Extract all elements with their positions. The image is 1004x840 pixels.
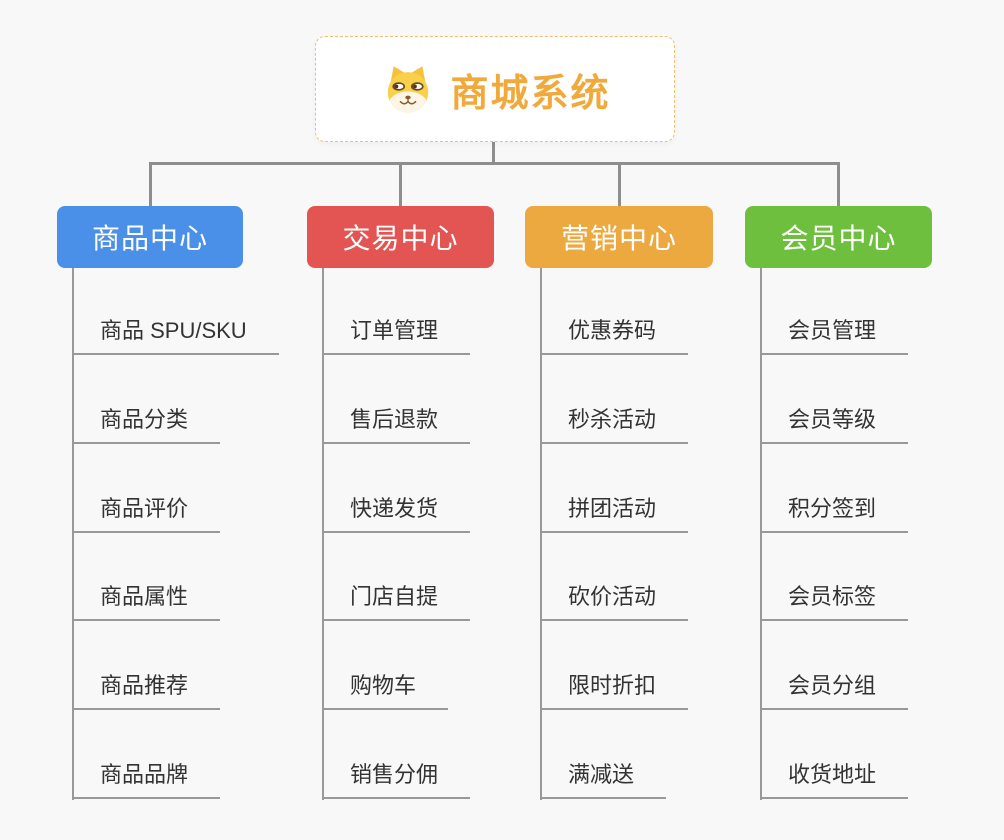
leaf-node-trade-center-1[interactable]: 订单管理: [322, 316, 471, 355]
branch-spine-connector: [149, 162, 840, 165]
branch-node-product-center[interactable]: 商品中心: [57, 206, 243, 268]
leaf-node-product-center-5[interactable]: 商品推荐: [72, 671, 221, 710]
branch-label-trade-center: 交易中心: [342, 223, 459, 254]
leaf-node-member-center-5[interactable]: 会员分组: [760, 671, 909, 710]
branch-node-trade-center[interactable]: 交易中心: [307, 206, 494, 268]
branch-drop-connector-member-center: [837, 162, 840, 207]
leaf-node-trade-center-2[interactable]: 售后退款: [322, 405, 471, 444]
branch-drop-connector-trade-center: [399, 162, 402, 207]
leaf-node-member-center-6[interactable]: 收货地址: [760, 760, 909, 799]
branch-node-member-center[interactable]: 会员中心: [745, 206, 932, 268]
child-column-connector-product-center: [72, 268, 74, 800]
leaf-node-trade-center-3[interactable]: 快递发货: [322, 494, 471, 533]
branch-drop-connector-marketing-center: [617, 162, 621, 207]
leaf-node-trade-center-4[interactable]: 门店自提: [322, 582, 471, 621]
leaf-node-member-center-1[interactable]: 会员管理: [760, 316, 909, 355]
leaf-node-marketing-center-5[interactable]: 限时折扣: [540, 671, 689, 710]
leaf-node-product-center-4[interactable]: 商品属性: [72, 582, 221, 621]
leaf-node-member-center-4[interactable]: 会员标签: [760, 582, 909, 621]
branch-label-marketing-center: 营销中心: [560, 223, 677, 254]
leaf-node-trade-center-6[interactable]: 销售分佣: [322, 760, 471, 799]
child-column-connector-marketing-center: [540, 268, 542, 800]
leaf-node-member-center-3[interactable]: 积分签到: [760, 494, 909, 533]
leaf-node-marketing-center-1[interactable]: 优惠券码: [540, 316, 689, 355]
branch-label-member-center: 会员中心: [780, 223, 897, 254]
root-node[interactable]: 商城系统: [315, 36, 675, 142]
leaf-node-product-center-6[interactable]: 商品品牌: [72, 760, 221, 799]
root-node-title: 商城系统: [450, 72, 611, 115]
child-column-connector-member-center: [760, 268, 762, 800]
leaf-node-marketing-center-3[interactable]: 拼团活动: [540, 494, 689, 533]
branch-label-product-center: 商品中心: [91, 223, 208, 254]
dog-face-icon: [388, 66, 429, 113]
leaf-node-trade-center-5[interactable]: 购物车: [322, 671, 449, 710]
leaf-node-product-center-2[interactable]: 商品分类: [72, 405, 221, 444]
leaf-node-marketing-center-2[interactable]: 秒杀活动: [540, 405, 689, 444]
child-column-connector-trade-center: [322, 268, 324, 800]
root-stem-connector: [492, 142, 495, 165]
branch-drop-connector-product-center: [148, 162, 152, 207]
leaf-node-member-center-2[interactable]: 会员等级: [760, 405, 909, 444]
leaf-node-product-center-3[interactable]: 商品评价: [72, 494, 221, 533]
leaf-node-marketing-center-4[interactable]: 砍价活动: [540, 582, 689, 621]
leaf-node-marketing-center-6[interactable]: 满减送: [540, 760, 667, 799]
leaf-node-product-center-1[interactable]: 商品 SPU/SKU: [72, 316, 279, 355]
branch-node-marketing-center[interactable]: 营销中心: [525, 206, 713, 268]
